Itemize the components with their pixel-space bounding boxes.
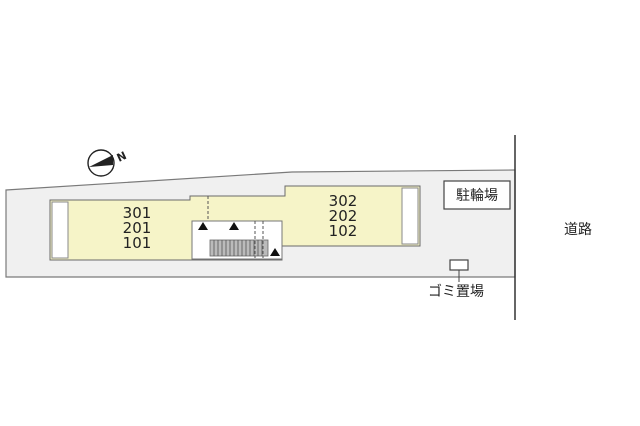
- triangle-up-icon: [198, 222, 208, 230]
- road-label: 道路: [564, 222, 592, 238]
- stair-treads: [213, 240, 263, 256]
- garbage-label: ゴミ置場: [428, 283, 484, 300]
- triangle-up-icon: [270, 248, 280, 256]
- unit-label-east-3: 102: [329, 222, 358, 240]
- unit-label-west-1: 301: [123, 204, 152, 222]
- west-end-wall: [51, 201, 69, 259]
- triangle-up-icon: [229, 222, 239, 230]
- bicycle-parking-box: [443, 180, 511, 210]
- bicycle-parking-label: 駐輪場: [456, 187, 498, 204]
- unit-label-west-3: 101: [123, 234, 152, 252]
- north-arrow-icon: N: [87, 149, 129, 177]
- unit-label-east-2: 202: [329, 207, 358, 225]
- east-end-wall: [401, 187, 419, 245]
- unit-label-west-2: 201: [123, 219, 152, 237]
- compass-letter: N: [115, 149, 129, 165]
- unit-label-east-1: 302: [329, 192, 358, 210]
- stair-hatch: [209, 239, 269, 257]
- garbage-box: [449, 259, 469, 271]
